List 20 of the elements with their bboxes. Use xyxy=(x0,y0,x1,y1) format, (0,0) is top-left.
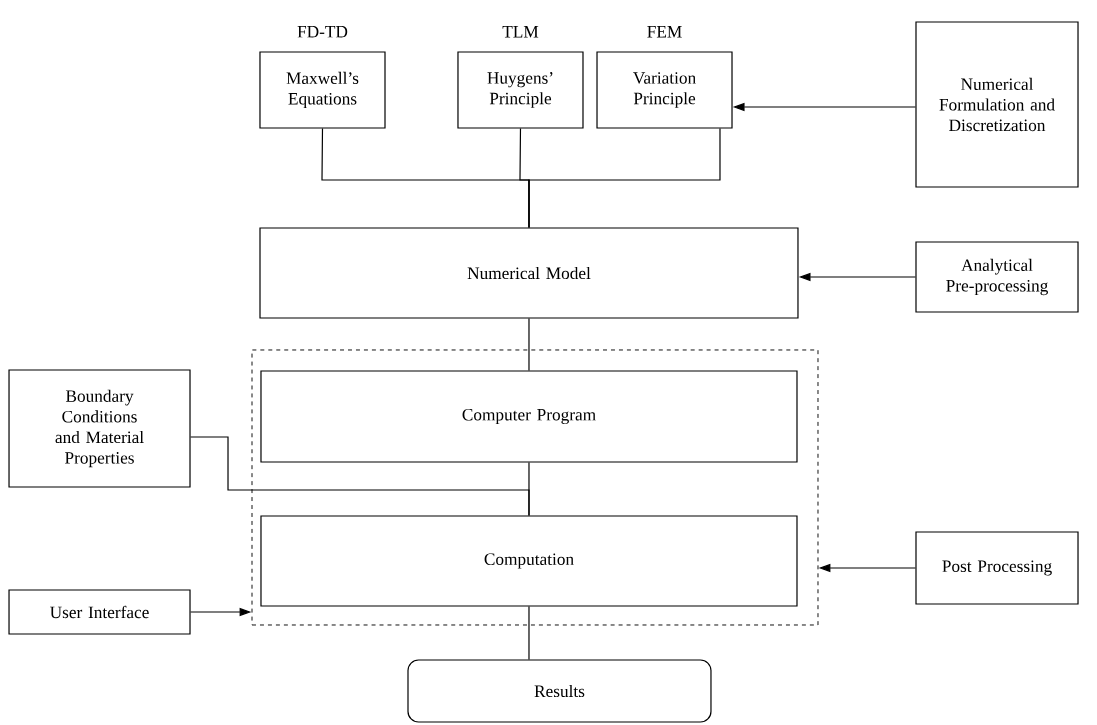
input-box: Post Processing xyxy=(915,531,1079,605)
terminal-box: Results xyxy=(407,659,712,723)
connector xyxy=(528,318,530,371)
connector xyxy=(190,436,530,516)
input-box: Analytical Pre-processing xyxy=(915,241,1079,313)
process-box: Huygens’ Principle xyxy=(457,51,584,129)
process-box: Computer Program xyxy=(260,370,798,463)
connector xyxy=(528,128,721,229)
process-box: Maxwell’s Equations xyxy=(259,51,386,129)
method-heading: TLM xyxy=(502,26,539,38)
process-box: Variation Principle xyxy=(596,51,733,129)
input-box: Numerical Formulation and Discretization xyxy=(915,21,1079,188)
process-box: Numerical Model xyxy=(259,227,799,319)
input-box: Boundary Conditions and Material Properties xyxy=(8,369,191,488)
input-box: User Interface xyxy=(8,589,191,635)
group-frame xyxy=(251,349,819,626)
connector xyxy=(528,606,530,660)
method-heading: FEM xyxy=(647,26,682,38)
method-heading: FD-TD xyxy=(297,26,348,38)
process-box: Computation xyxy=(260,515,798,607)
